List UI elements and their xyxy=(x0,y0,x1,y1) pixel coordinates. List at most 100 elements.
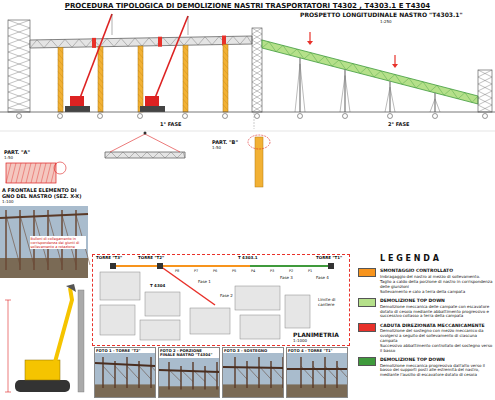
truss-diagonal xyxy=(353,64,360,74)
bracing xyxy=(478,98,492,105)
photo-strut xyxy=(282,357,283,388)
legend-note: Imbragaggio del nastro al mezzo di solle… xyxy=(380,275,493,280)
bracing xyxy=(252,52,262,58)
hatch xyxy=(41,163,46,183)
truss-diagonal xyxy=(105,152,111,158)
label: PART. "A" xyxy=(4,150,44,156)
bracing xyxy=(98,53,103,59)
crane-body xyxy=(70,96,84,106)
truss-diagonal xyxy=(191,37,198,45)
support-leg xyxy=(435,99,440,112)
truss-diagonal xyxy=(437,85,444,95)
support xyxy=(434,93,435,112)
bracing xyxy=(58,53,63,59)
label: A FRONTALE ELEMENTO DI xyxy=(2,188,112,194)
legend-heading: CADUTA DIREZIONATA MECCANICAMENTE xyxy=(380,323,493,328)
truss-diagonal xyxy=(374,71,381,77)
lift-cable xyxy=(110,134,145,152)
photo-box: FOTO 3 - SOSTEGNO xyxy=(222,347,284,398)
details xyxy=(6,132,270,188)
bracing xyxy=(58,83,63,89)
truss-diagonal xyxy=(381,71,388,81)
legend-note: Sollevamento e calo a terra della campat… xyxy=(380,290,493,295)
bracing xyxy=(478,105,492,112)
building xyxy=(145,292,180,316)
truss-diagonal xyxy=(147,152,153,158)
truss-diagonal xyxy=(117,152,123,158)
truss-diagonal xyxy=(141,152,147,158)
photo-strut xyxy=(192,362,193,389)
legend-swatch xyxy=(358,298,376,307)
arrow-head xyxy=(307,41,313,45)
excavator-boom xyxy=(55,288,72,362)
cut-mark xyxy=(158,37,162,47)
marker-circle xyxy=(183,114,188,119)
bracing xyxy=(98,59,103,65)
hatch xyxy=(6,163,11,183)
photo-brace xyxy=(139,366,151,379)
photo-beam xyxy=(223,367,283,368)
truss-diagonal xyxy=(163,38,170,46)
conveyor-plan xyxy=(250,265,330,267)
label: T 4303.1 xyxy=(238,256,278,261)
hatch xyxy=(46,163,51,183)
truss-diagonal xyxy=(37,40,44,48)
bracing xyxy=(8,100,30,108)
crane-boom xyxy=(80,14,112,98)
crane-body xyxy=(145,96,159,106)
truss-diagonal xyxy=(123,152,129,158)
photo-strut xyxy=(180,366,181,389)
legend-swatch xyxy=(358,357,376,366)
excavator-track xyxy=(15,380,70,392)
truss-diagonal xyxy=(395,74,402,84)
hatch xyxy=(16,163,21,183)
photo-ground xyxy=(223,385,283,397)
bracing xyxy=(478,91,492,98)
plan-panel: PLANIMETRIA1:1000 xyxy=(92,254,350,346)
photo-strut xyxy=(300,357,301,388)
ground-line xyxy=(0,112,495,113)
truss-diagonal xyxy=(177,152,183,158)
bracing xyxy=(183,99,188,105)
building xyxy=(190,308,230,334)
bracing xyxy=(223,80,228,86)
bracing xyxy=(478,84,492,91)
support-leg xyxy=(390,87,395,112)
building xyxy=(100,305,135,335)
support-leg xyxy=(430,99,435,112)
truss-diagonal xyxy=(51,40,58,48)
excavator-shear xyxy=(66,284,76,292)
bracing xyxy=(252,28,262,34)
truss-diagonal xyxy=(311,53,318,63)
marker-circle xyxy=(98,114,103,119)
hook xyxy=(144,132,147,135)
lift-cable xyxy=(145,134,180,152)
bracing xyxy=(58,101,63,107)
photo xyxy=(287,353,347,397)
truss-diagonal xyxy=(325,56,332,66)
truss-diagonal xyxy=(58,39,65,47)
bracing xyxy=(138,100,143,106)
bracing xyxy=(58,65,63,71)
photo-sky xyxy=(0,206,88,278)
support-leg xyxy=(345,76,350,112)
tower-plan xyxy=(157,263,163,269)
label: L E G E N D A xyxy=(380,254,490,263)
truss-diagonal xyxy=(444,89,451,95)
legend-swatch xyxy=(358,268,376,277)
truss-diagonal xyxy=(332,60,339,66)
bracing xyxy=(138,46,143,52)
bracing xyxy=(8,92,30,100)
truss-diagonal xyxy=(339,60,346,70)
truss-diagonal xyxy=(297,49,304,59)
support-leg xyxy=(300,64,305,112)
conveyor-plan xyxy=(160,266,215,305)
truss-diagonal xyxy=(367,67,374,77)
photo-strut xyxy=(19,210,21,270)
bracing xyxy=(478,70,492,77)
bracing xyxy=(252,82,262,88)
truss-diagonal xyxy=(247,36,252,44)
bracing xyxy=(138,58,143,64)
bracing xyxy=(223,68,228,74)
truss-diagonal xyxy=(142,38,149,46)
